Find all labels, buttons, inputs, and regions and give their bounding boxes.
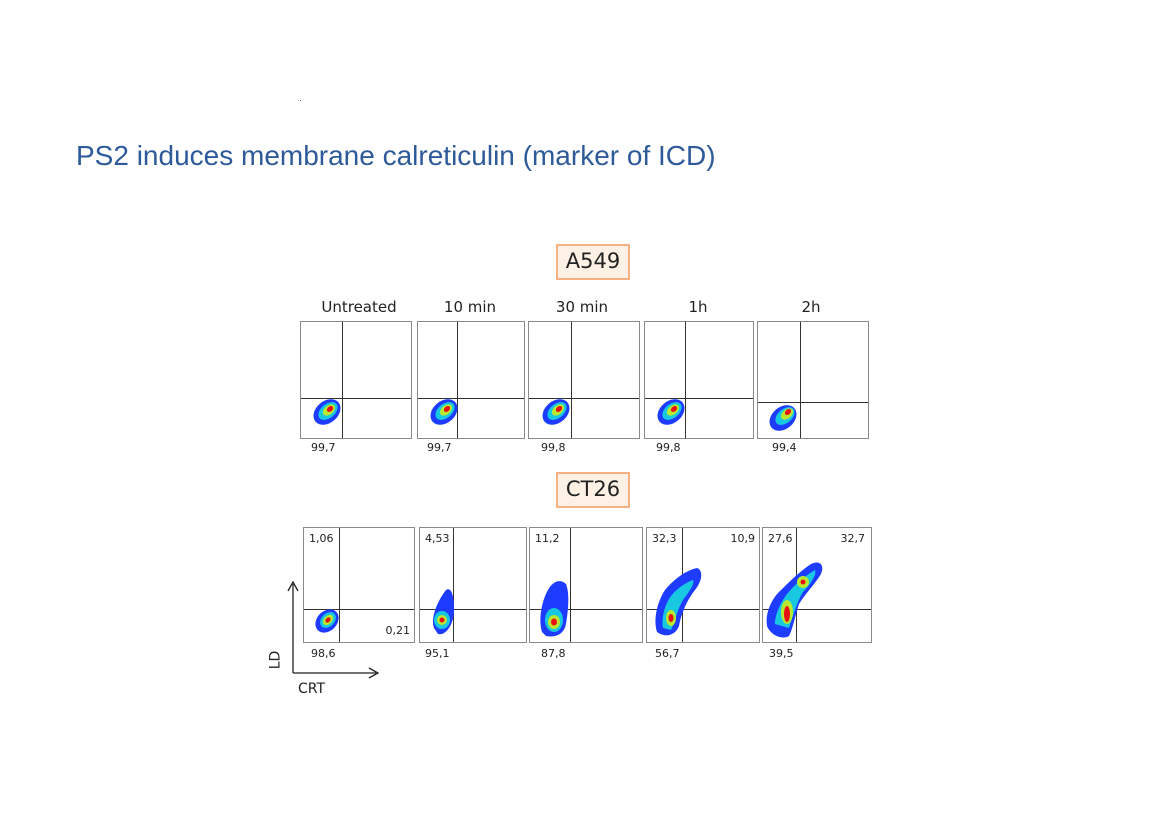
cell-line-label-a549: A549 xyxy=(556,244,630,280)
ct26-pct-1h-upper-right: 10,9 xyxy=(730,532,756,545)
gate-horizontal xyxy=(420,609,526,610)
timepoint-label-10min: 10 min xyxy=(443,298,497,316)
ct26-pct-untreated-lower-left: 98,6 xyxy=(311,647,336,660)
ct26-plot-10min: 4,53 xyxy=(419,527,527,643)
timepoint-label-2h: 2h xyxy=(801,298,821,316)
x-axis-label: CRT xyxy=(298,681,326,697)
a549-pct-30min-lower-left: 99,8 xyxy=(541,441,566,454)
gate-horizontal xyxy=(529,398,639,399)
timepoint-label-30min: 30 min xyxy=(555,298,609,316)
gate-horizontal xyxy=(645,398,753,399)
ct26-pct-untreated-upper-left: 1,06 xyxy=(309,532,334,545)
cell-line-label-ct26: CT26 xyxy=(556,472,630,508)
a549-pct-untreated-lower-left: 99,7 xyxy=(311,441,336,454)
density-blob xyxy=(655,568,702,636)
a549-pct-2h-lower-left: 99,4 xyxy=(772,441,797,454)
ct26-plot-1h: 32,3 10,9 xyxy=(646,527,760,643)
ct26-plot-untreated: 1,06 0,21 xyxy=(303,527,415,643)
gate-vertical xyxy=(453,528,454,642)
a549-plot-10min xyxy=(417,321,525,439)
density-blob xyxy=(432,589,454,635)
density-blob xyxy=(766,562,823,638)
timepoint-label-untreated: Untreated xyxy=(321,298,397,316)
ct26-pct-2h-lower-left: 39,5 xyxy=(769,647,794,660)
ct26-pct-30min-lower-left: 87,8 xyxy=(541,647,566,660)
gate-horizontal xyxy=(530,609,642,610)
density-blob xyxy=(540,581,569,637)
a549-plot-30min xyxy=(528,321,640,439)
a549-pct-10min-lower-left: 99,7 xyxy=(427,441,452,454)
slide-title: PS2 induces membrane calreticulin (marke… xyxy=(76,140,716,171)
ct26-plot-30min: 11,2 xyxy=(529,527,643,643)
ct26-pct-1h-upper-left: 32,3 xyxy=(652,532,677,545)
a549-plot-untreated xyxy=(300,321,412,439)
gate-horizontal xyxy=(763,609,871,610)
ct26-pct-30min-upper-left: 11,2 xyxy=(535,532,560,545)
a549-plot-2h xyxy=(757,321,869,439)
ct26-pct-2h-upper-left: 27,6 xyxy=(768,532,793,545)
a549-plot-1h xyxy=(644,321,754,439)
density-blob xyxy=(542,399,570,425)
ct26-pct-untreated-lower-right: 0,21 xyxy=(385,624,411,637)
gate-horizontal xyxy=(758,402,868,403)
gate-horizontal xyxy=(301,398,411,399)
ct26-pct-10min-upper-left: 4,53 xyxy=(425,532,450,545)
density-blob xyxy=(313,399,341,425)
timepoint-label-1h: 1h xyxy=(688,298,708,316)
ct26-pct-1h-lower-left: 56,7 xyxy=(655,647,680,660)
y-axis-label: LD xyxy=(267,650,284,670)
gate-vertical xyxy=(685,322,686,438)
gate-horizontal xyxy=(304,609,414,610)
gate-vertical xyxy=(800,322,801,438)
gate-vertical xyxy=(457,322,458,438)
a549-pct-1h-lower-left: 99,8 xyxy=(656,441,681,454)
ct26-plot-2h: 27,6 32,7 xyxy=(762,527,872,643)
density-blob xyxy=(315,609,339,633)
gate-vertical xyxy=(339,528,340,642)
gate-horizontal xyxy=(647,609,759,610)
axis-arrows xyxy=(287,580,380,679)
gate-vertical xyxy=(570,528,571,642)
density-blob xyxy=(657,399,685,425)
density-blob xyxy=(430,399,458,425)
ct26-pct-10min-lower-left: 95,1 xyxy=(425,647,450,660)
ct26-pct-2h-upper-right: 32,7 xyxy=(840,532,866,545)
gate-vertical xyxy=(342,322,343,438)
gate-horizontal xyxy=(418,398,524,399)
density-blob xyxy=(769,405,797,431)
gate-vertical xyxy=(571,322,572,438)
stray-dot xyxy=(300,100,301,101)
